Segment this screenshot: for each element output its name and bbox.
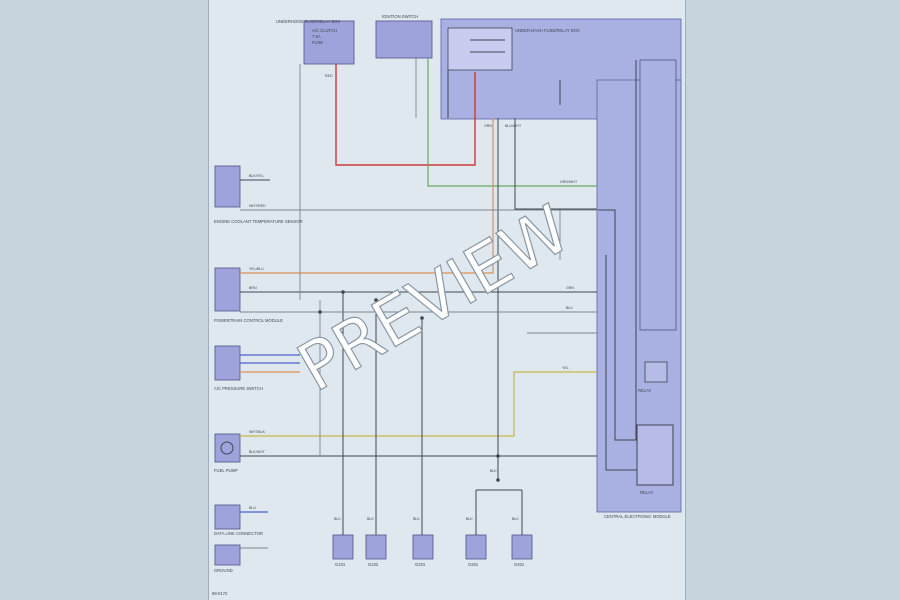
fuse-box [303, 20, 355, 65]
wire-label: BLK [413, 517, 420, 521]
relay-1 [644, 361, 668, 383]
left-sensor-2 [214, 267, 241, 312]
wire-label: BLU [249, 506, 256, 510]
wire-label: BLK [334, 517, 341, 521]
wire-label: BLK [367, 517, 374, 521]
left-sensor-1-title: ENGINE COOLANT TEMPERATURE SENSOR [214, 219, 303, 224]
splice-dot [318, 310, 322, 314]
fuse-junction [447, 27, 513, 71]
wire-label: WHT/BLK [249, 430, 266, 434]
fuse-box-line-2: 7.5A [312, 34, 321, 39]
fuse-box-line-3: FUSE [312, 40, 323, 45]
fuel-pump-icon [220, 441, 234, 455]
relay-1-title: RELAY [638, 388, 652, 393]
module-right-title: CENTRAL ELECTRONIC MODULE [604, 514, 671, 519]
wire-label: RED [325, 74, 333, 78]
wire-black-12 [605, 255, 637, 471]
left-sensor-3-title: A/C PRESSURE SWITCH [214, 386, 263, 391]
wire-yellow [240, 371, 597, 437]
wire-label: BLK [490, 469, 497, 473]
wire-label: WHT/RED [249, 204, 266, 208]
wire-green [427, 58, 597, 187]
bottom-4-title: G301 [468, 562, 479, 567]
wire-label: BLK/YEL [249, 174, 264, 178]
splice-dot [341, 290, 345, 294]
fuse-box-title: UNDERHOOD FUSE/RELAY BOX [276, 19, 341, 24]
wire-orange-1 [240, 118, 494, 274]
left-sensor-6-title: GROUND [214, 568, 233, 573]
left-sensor-1 [214, 165, 241, 208]
bottom-component-4 [465, 534, 487, 560]
ignition-switch-title: IGNITION SWITCH [382, 14, 418, 19]
footer-code: 98-0172 [212, 591, 228, 596]
left-sensor-4-title: FUEL PUMP [214, 468, 238, 473]
splice-dot [496, 454, 500, 458]
fuse-junction-title: UNDER-DASH FUSE/RELAY BOX [515, 28, 580, 33]
wire-label: ORN [484, 124, 492, 128]
module-inner-box [639, 59, 677, 331]
wire-label: GRN [566, 286, 574, 290]
left-sensor-5 [214, 504, 241, 530]
wire-label: BLK [466, 517, 473, 521]
wire-label: GRN/WHT [560, 180, 578, 184]
splice-dot [420, 316, 424, 320]
wire-red [335, 64, 476, 166]
bottom-component-2 [365, 534, 387, 560]
wire-black-11 [598, 209, 637, 441]
splice-dot [496, 478, 500, 482]
wire-label: BLK/WHT [249, 450, 266, 454]
ignition-switch [375, 20, 433, 59]
bottom-1-title: G101 [335, 562, 346, 567]
left-sensor-3 [214, 345, 241, 381]
relay-2 [636, 424, 674, 486]
wire-label: BLK [512, 517, 519, 521]
left-sensor-4 [214, 433, 241, 463]
bottom-component-5 [511, 534, 533, 560]
bottom-3-title: G201 [415, 562, 426, 567]
wire-label: YEL [562, 366, 569, 370]
wire-label: BLK [566, 306, 573, 310]
bottom-component-1 [332, 534, 354, 560]
splice-dot [374, 298, 378, 302]
wire-label: YEL/BLU [249, 267, 264, 271]
left-sensor-2-title: POWERTRAIN CONTROL MODULE [214, 318, 283, 323]
bottom-2-title: G102 [368, 562, 379, 567]
wire-label: BRN [249, 286, 257, 290]
wire-black-13 [514, 118, 597, 210]
left-sensor-6 [214, 544, 241, 566]
left-sensor-5-title: DATA LINK CONNECTOR [214, 531, 263, 536]
bottom-5-title: G401 [514, 562, 525, 567]
relay-2-title: RELAY [640, 490, 654, 495]
bottom-component-3 [412, 534, 434, 560]
wire-label: BLU/WHT [505, 124, 522, 128]
fuse-box-line-1: A/C CLUTCH [312, 28, 337, 33]
preview-watermark: PREVIEW [285, 190, 582, 406]
